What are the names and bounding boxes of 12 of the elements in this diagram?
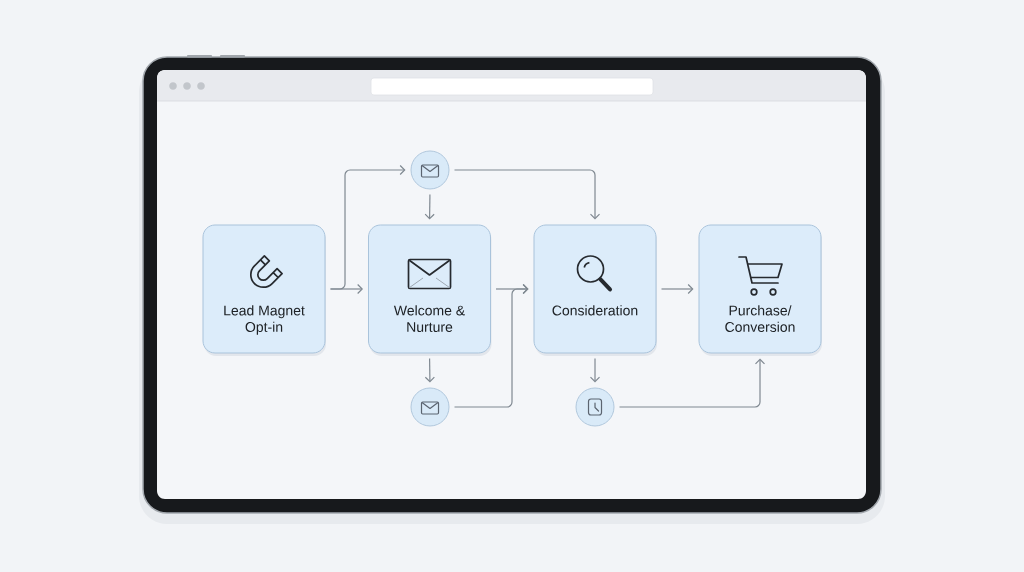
stage-box: Consideration [533,224,657,356]
arrow [424,357,435,383]
arrow [453,169,601,220]
arrow [424,193,435,220]
arrow [453,283,529,408]
arrow [618,358,766,408]
stage-box: Lead Magnet Opt-in [202,224,326,356]
stage-box: Welcome & Nurture [368,224,492,356]
arrow [660,283,694,295]
arrow [329,164,406,290]
arrow [589,357,601,383]
stage-box: Purchase/ Conversion [698,224,822,356]
